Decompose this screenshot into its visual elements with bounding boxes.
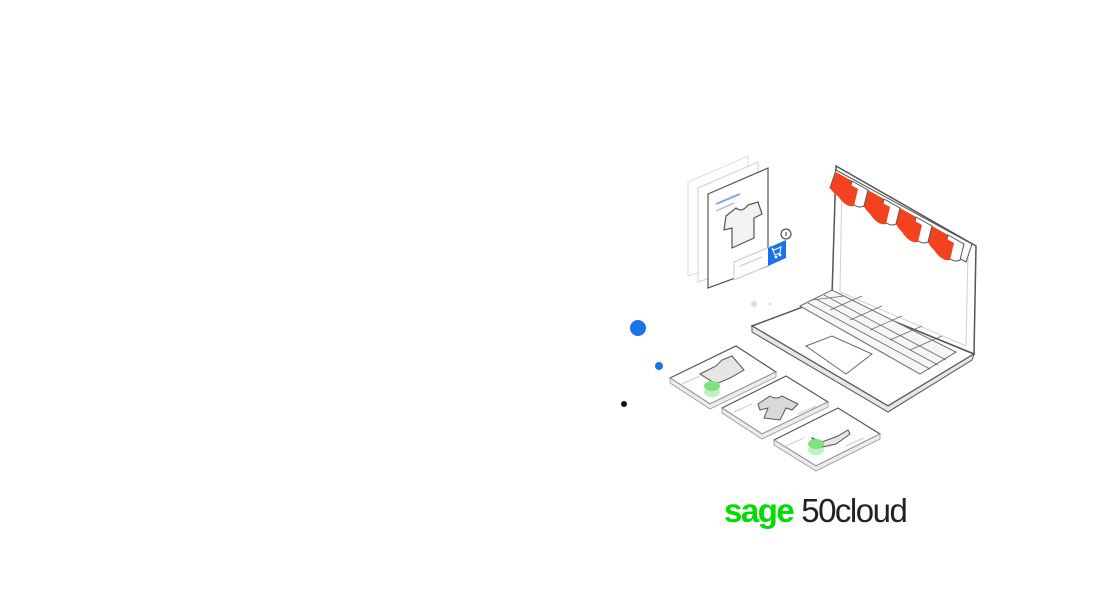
t-shirt-icon: [757, 395, 799, 421]
blue-dot-small: [655, 362, 663, 370]
cart-button: [768, 240, 786, 266]
grey-dot: [751, 301, 757, 307]
coin-icon: [808, 439, 824, 455]
shopping-cart-icon: [771, 246, 782, 259]
cart-card: [733, 228, 792, 281]
product-card-dress: [668, 345, 778, 410]
product-card-shoe: [772, 407, 882, 472]
product-card-tshirt: [720, 375, 830, 440]
brand-product: 50cloud: [801, 492, 908, 529]
grey-dot: [768, 302, 772, 306]
shop-awning-icon: [829, 169, 973, 263]
brand-company: sage: [724, 492, 795, 529]
laptop-icon: [750, 164, 977, 413]
trackpad: [804, 335, 873, 375]
coin-icon: [704, 381, 720, 397]
sage-50cloud-logo: sage 50cloud: [724, 492, 908, 530]
black-dot: [621, 401, 627, 407]
blue-dot-large: [630, 320, 646, 336]
t-shirt-icon: [723, 201, 763, 249]
